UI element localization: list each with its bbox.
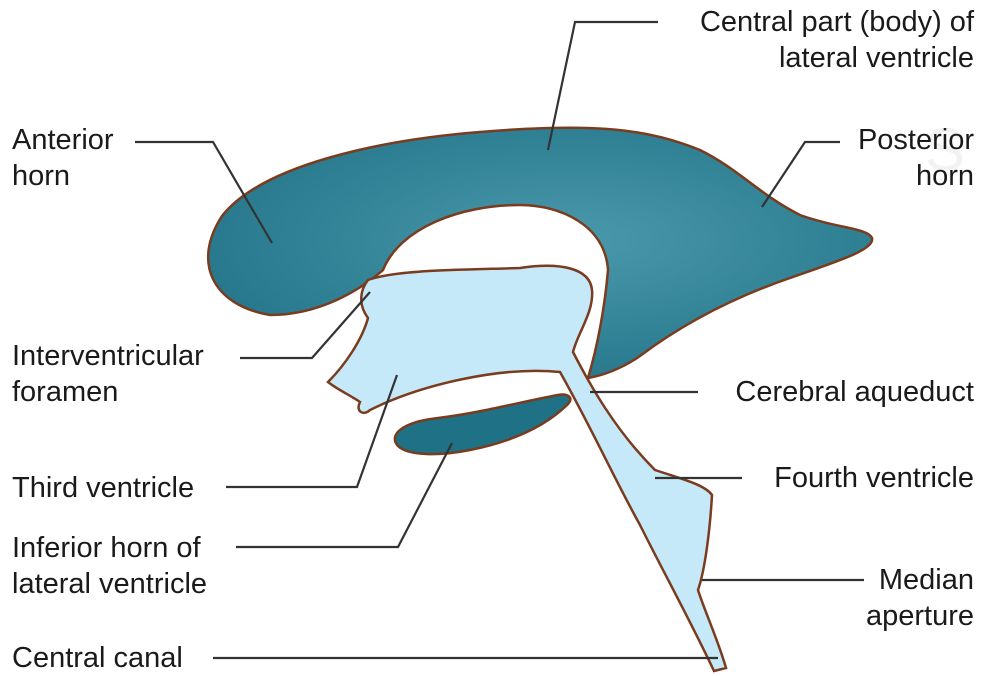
label-inferior-horn: Inferior horn of lateral ventricle: [12, 530, 207, 602]
leader-posterior-horn: [762, 142, 840, 207]
label-interventricular-foramen: Interventricular foramen: [12, 338, 204, 410]
label-inferior-horn-line2: lateral ventricle: [12, 566, 207, 602]
label-central-part-line2: lateral ventricle: [700, 40, 974, 76]
label-central-part: Central part (body) of lateral ventricle: [700, 4, 974, 76]
label-anterior-horn-line2: horn: [12, 158, 114, 194]
inferior-horn-shape: [395, 395, 571, 455]
label-posterior-horn: Posterior horn: [858, 122, 974, 194]
label-median-aperture: Median aperture: [866, 562, 974, 634]
label-central-canal: Central canal: [12, 640, 183, 676]
label-anterior-horn: Anterior horn: [12, 122, 114, 194]
leader-inferior-horn: [236, 443, 452, 547]
label-median-aperture-line1: Median: [866, 562, 974, 598]
label-cerebral-aqueduct: Cerebral aqueduct: [735, 374, 974, 410]
label-anterior-horn-line1: Anterior: [12, 122, 114, 158]
label-interventricular-foramen-line2: foramen: [12, 374, 204, 410]
label-interventricular-foramen-line1: Interventricular: [12, 338, 204, 374]
label-fourth-ventricle: Fourth ventricle: [774, 460, 974, 496]
label-central-part-line1: Central part (body) of: [700, 4, 974, 40]
label-third-ventricle: Third ventricle: [12, 470, 194, 506]
label-median-aperture-line2: aperture: [866, 598, 974, 634]
label-posterior-horn-line2: horn: [858, 158, 974, 194]
label-posterior-horn-line1: Posterior: [858, 122, 974, 158]
label-inferior-horn-line1: Inferior horn of: [12, 530, 207, 566]
